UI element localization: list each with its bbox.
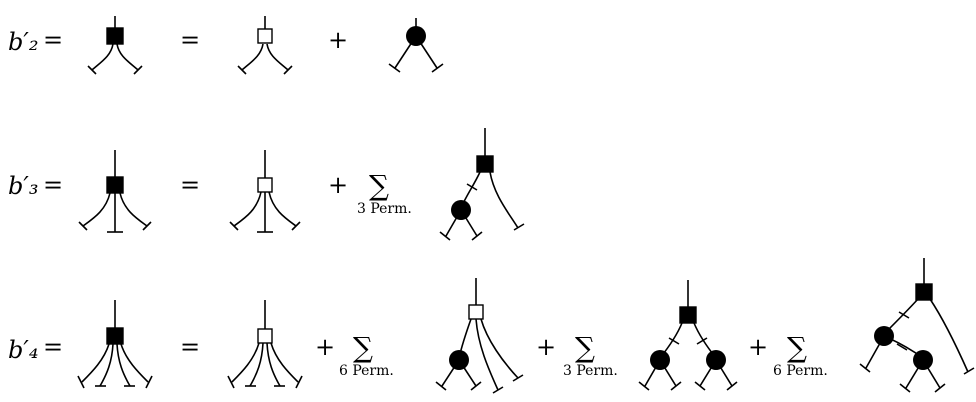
tree-open-square-dot [435,278,524,394]
equals-sign: = [43,171,63,199]
equation-row-1: b′₂ = = + [8,16,444,75]
equals-sign: = [43,333,63,361]
equals-sign: = [180,333,200,361]
vertex-open-4-legs [227,300,303,389]
equals-sign: = [43,26,63,54]
plus-sign: + [748,333,768,361]
plus-sign: + [536,333,556,361]
lhs-b2: b′₂ [8,28,38,56]
plus-sign: + [328,26,348,54]
vertex-open-2-legs [237,16,293,75]
vertex-filled-4-legs [77,300,153,389]
equation-row-3: b′₄ = = + [8,258,975,394]
equals-sign: = [180,26,200,54]
permutation-label: 3 Perm. [357,201,412,217]
tree-square-dot [439,128,525,241]
vertex-dot-2-legs [388,18,444,73]
lhs-symbol: b′₄ [8,336,38,364]
vertex-filled-3-legs [78,150,152,233]
equation-row-2: b′₃ = = + ∑ 3 Perm. [8,128,525,241]
tree-square-nested-dots [859,258,975,393]
lhs-symbol: b′₂ [8,28,38,56]
sum-symbol: ∑ [353,331,373,364]
permutation-label: 3 Perm. [563,363,618,379]
permutation-label: 6 Perm. [339,363,394,379]
equals-sign: = [180,171,200,199]
plus-sign: + [315,333,335,361]
vertex-open-3-legs [229,150,301,233]
sum-symbol: ∑ [369,169,389,202]
permutation-label: 6 Perm. [773,363,828,379]
lhs-symbol: b′₃ [8,172,38,200]
sum-symbol: ∑ [787,331,807,364]
tree-square-two-dots [638,280,738,391]
sum-symbol: ∑ [575,331,595,364]
vertex-filled-2-legs [87,16,143,75]
plus-sign: + [328,171,348,199]
